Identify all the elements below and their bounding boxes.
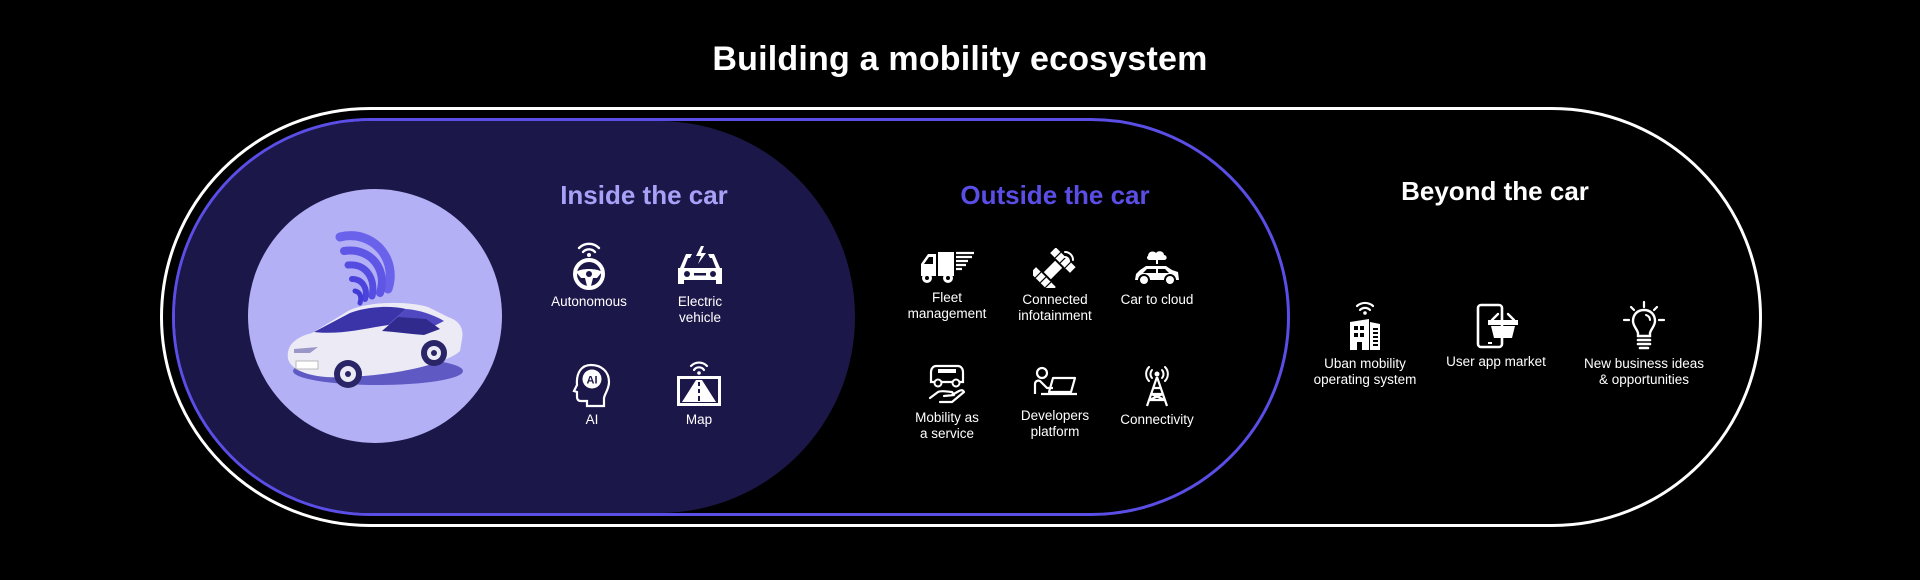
outside-item-mobility-as-a-service: Mobility as a service [882,362,1012,442]
electric-car-icon [678,246,722,284]
smart-building-icon [1350,301,1380,350]
label-line: Autonomous [551,294,627,309]
label-line: Electric [677,294,723,309]
inside-the-car-title: Inside the car [560,180,728,210]
label-line: a service [919,426,975,441]
beyond-item-urban-mobility-os: Uban mobility operating system [1300,300,1430,388]
developer-laptop-icon [1033,366,1077,396]
inside-item-autonomous: Autonomous [524,240,654,310]
label-line: Map [685,412,713,427]
outside-item-fleet-management: Fleet management [882,250,1012,322]
phone-basket-icon [1476,303,1518,349]
outside-item-connectivity: Connectivity [1092,364,1222,428]
beyond-item-user-app-market: User app market [1431,302,1561,370]
label-line: Car to cloud [1120,292,1194,307]
inside-item-electric-vehicle: Electric vehicle [635,240,765,326]
label-line: Connectivity [1120,412,1194,427]
ecosystem-outer-border [160,107,1762,527]
outside-item-car-to-cloud: Car to cloud [1092,248,1222,308]
label-line: Mobility as [915,410,979,425]
delivery-truck-icon [921,251,974,283]
label-line: management [907,306,987,321]
svg-text:AI: AI [587,375,598,387]
steering-wheel-wifi-icon [573,242,605,290]
connected-car-illustration [248,189,502,443]
diagram-title: Building a mobility ecosystem [712,40,1208,78]
label-line: Connected [1022,292,1088,307]
map-road-icon [677,361,721,406]
outside-item-developers-platform: Developers platform [990,364,1120,440]
beyond-item-new-business-ideas: New business ideas & opportunities [1579,300,1709,388]
signal-tower-icon [1145,366,1169,407]
label-line: User app market [1446,354,1546,369]
label-line: Uban mobility [1324,356,1406,371]
label-line: Fleet [931,290,962,305]
label-line: AI [585,412,599,427]
label-line: New business ideas [1583,356,1705,371]
car-cloud-icon [1135,251,1179,286]
lightbulb-icon [1622,300,1666,350]
label-line: vehicle [678,310,722,325]
inside-item-map: Map [634,360,764,428]
bus-hand-icon [928,364,966,404]
label-line: & opportunities [1598,372,1690,387]
inside-item-ai: AI AI [527,362,657,428]
label-line: operating system [1313,372,1417,387]
outside-the-car-title: Outside the car [960,180,1150,210]
label-line: Developers [1020,408,1090,423]
connected-car-icon [287,231,463,388]
ai-head-icon: AI [572,363,611,408]
label-line: platform [1030,424,1080,439]
satellite-icon [1033,248,1076,288]
label-line: infotainment [1018,308,1092,323]
outside-item-connected-infotainment: Connected infotainment [990,248,1120,324]
beyond-the-car-title: Beyond the car [1401,176,1589,206]
